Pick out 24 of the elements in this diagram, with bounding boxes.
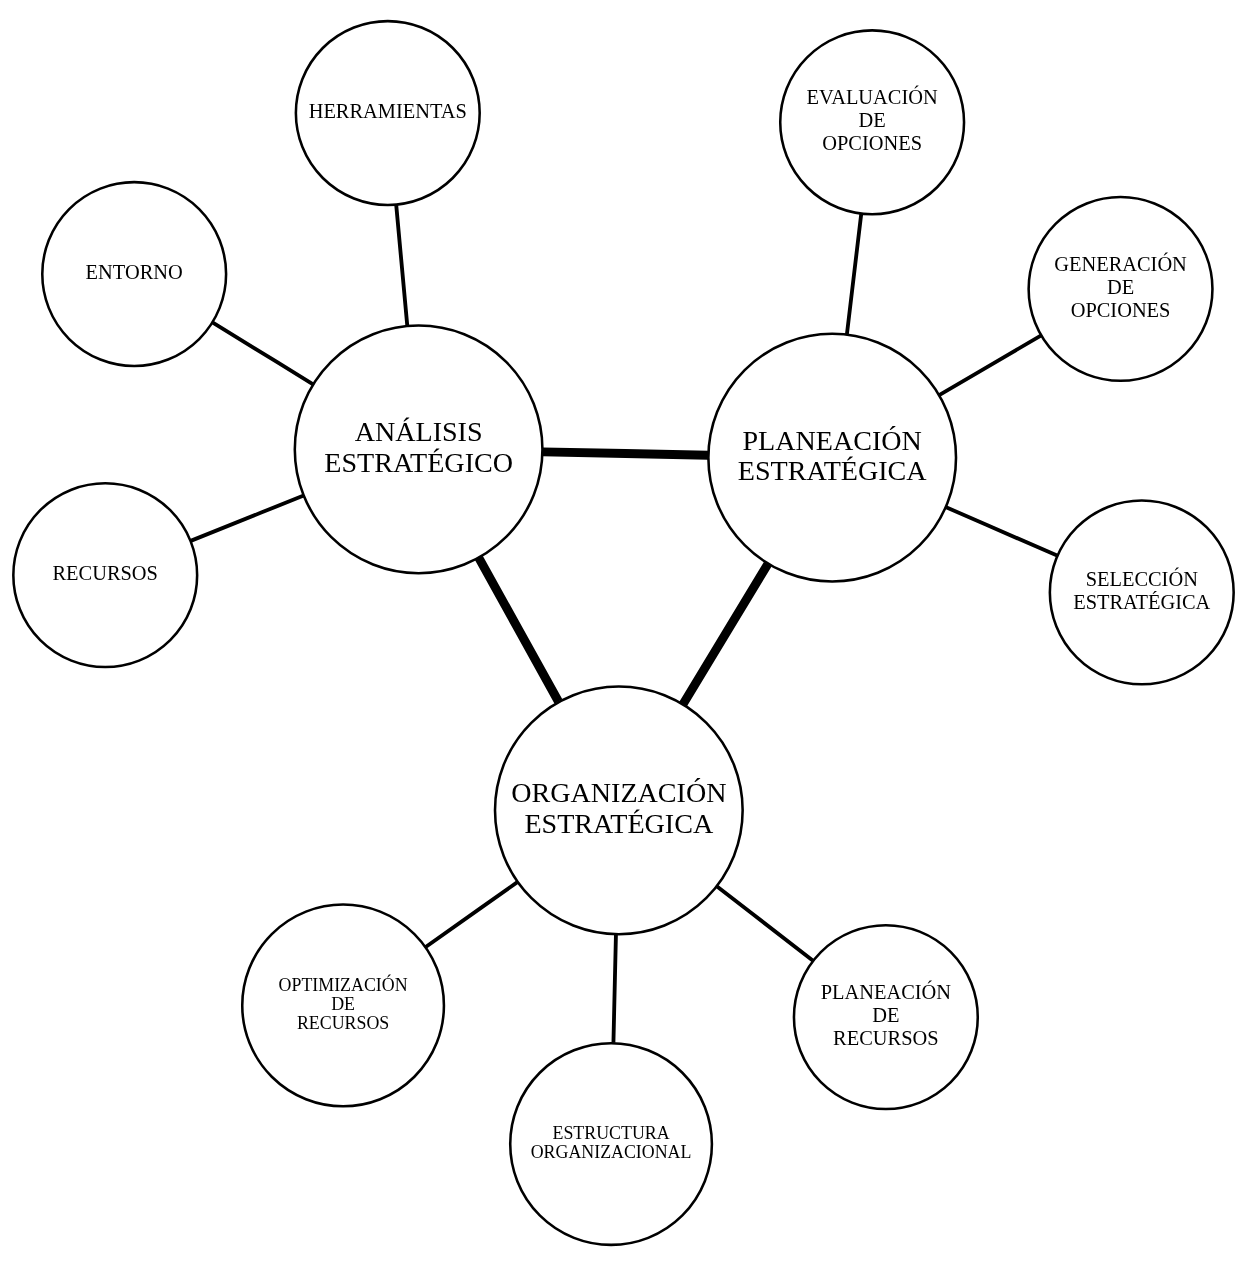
- node-circle: HERRAMIENTAS: [294, 19, 481, 207]
- connector: [844, 213, 864, 335]
- node-circle: ANÁLISIS ESTRATÉGICO: [293, 324, 544, 575]
- node-circle: GENERACIÓN DE OPCIONES: [1027, 195, 1214, 383]
- connector: [542, 447, 709, 460]
- connector: [394, 204, 410, 327]
- connector: [679, 561, 772, 707]
- node-circle: ENTORNO: [41, 180, 228, 368]
- connector: [189, 493, 305, 543]
- node-circle: OPTIMIZACIÓN DE RECURSOS: [240, 903, 446, 1108]
- connector: [938, 333, 1042, 397]
- connector: [211, 320, 315, 386]
- node-circle: ESTRUCTURA ORGANIZACIONAL: [508, 1041, 714, 1247]
- node-circle: PLANEACIÓN ESTRATÉGICA: [707, 332, 958, 583]
- node-circle: SELECCIÓN ESTRATÉGICA: [1048, 499, 1235, 686]
- node-circle: EVALUACIÓN DE OPCIONES: [778, 29, 966, 216]
- connector: [474, 555, 563, 704]
- connector: [424, 880, 519, 949]
- node-circle: PLANEACIÓN DE RECURSOS: [792, 923, 980, 1111]
- connector: [715, 884, 815, 963]
- node-circle: ORGANIZACIÓN ESTRATÉGICA: [493, 685, 744, 936]
- node-circle: RECURSOS: [12, 482, 199, 669]
- connector: [945, 505, 1058, 558]
- connector: [611, 934, 618, 1043]
